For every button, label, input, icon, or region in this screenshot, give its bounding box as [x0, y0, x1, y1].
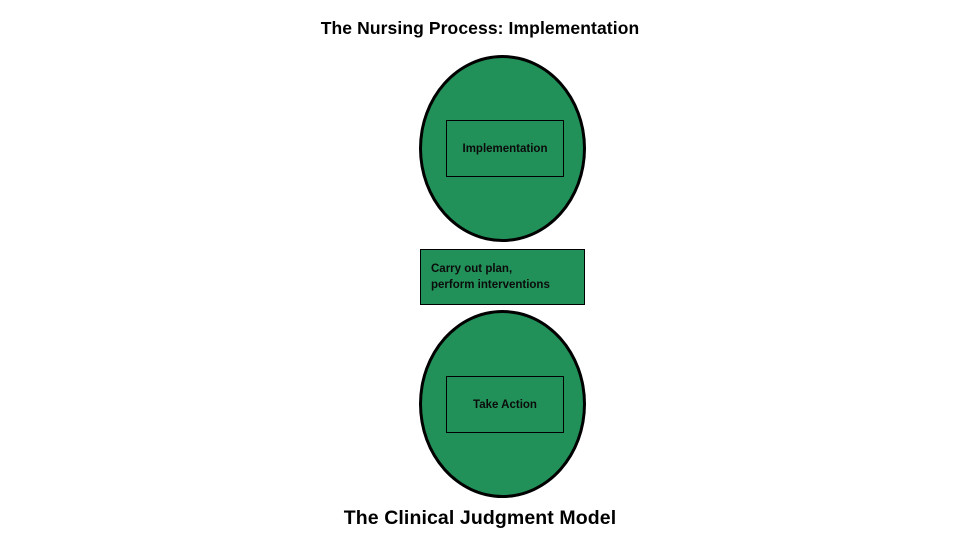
action-rectangle-line-2: perform interventions: [431, 279, 550, 291]
action-rectangle: Carry out plan, perform interventions: [420, 249, 585, 305]
action-rectangle-line-1: Carry out plan,: [431, 263, 513, 275]
page-caption: The Clinical Judgment Model: [343, 507, 617, 529]
inner-box-take-action: Take Action: [446, 376, 564, 433]
inner-box-implementation-label: Implementation: [462, 142, 548, 155]
inner-box-implementation: Implementation: [446, 120, 564, 177]
inner-box-take-action-label: Take Action: [473, 398, 537, 411]
page-title: The Nursing Process: Implementation: [320, 18, 640, 38]
